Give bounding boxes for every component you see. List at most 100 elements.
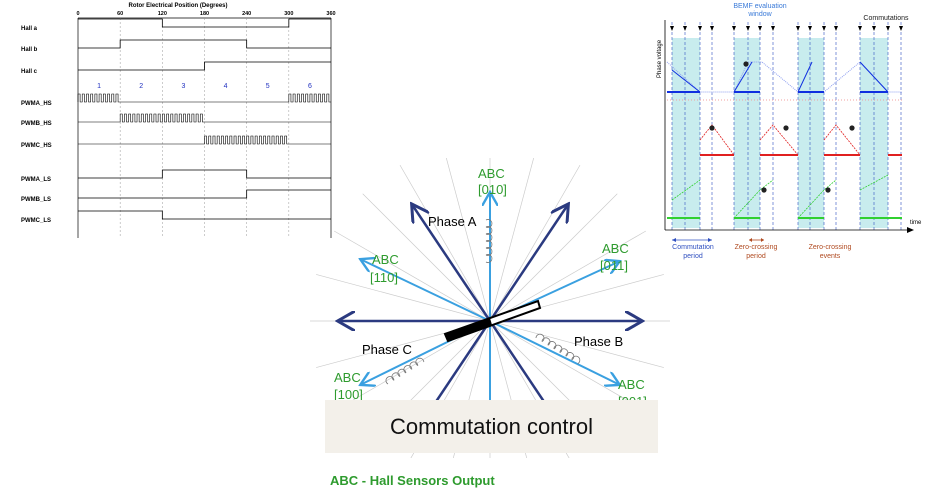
bemf-ylabel: Phase voltage [657, 39, 663, 78]
phase-coil [535, 333, 581, 364]
bemf-commutation-marker [683, 26, 687, 31]
phase-vector [488, 206, 567, 322]
hall-011-code: [011] [600, 258, 628, 273]
timing-signal-label: PWMB_LS [21, 197, 51, 203]
hall-011-abc: ABC [602, 241, 629, 256]
caption-box: Commutation control [325, 400, 658, 453]
bemf-dashed-lines [670, 22, 903, 230]
phase-b-label: Phase B [574, 334, 623, 349]
bemf-zero-crossing-point [849, 125, 855, 131]
hall-100-code: [100] [334, 387, 363, 402]
bemf-window [734, 38, 760, 228]
timing-waveform [78, 61, 331, 71]
timing-axis-ticks: 0 60 120 180 240 300 360 [76, 11, 335, 17]
hall-010-code: [010] [478, 182, 507, 197]
timing-waveform [78, 169, 331, 179]
bemf-commutation-marker [758, 26, 762, 31]
timing-signal-label: PWMA_LS [21, 177, 51, 183]
hall-vector [362, 260, 491, 322]
bemf-commutation-marker [899, 26, 903, 31]
bemf-zero-crossing-point [743, 61, 749, 67]
timing-pwm-waveform [77, 93, 331, 103]
hall-110-code: [110] [370, 270, 398, 285]
phase-vector [413, 206, 492, 322]
timing-tick-label: 120 [158, 11, 167, 17]
hall-100-abc: ABC [334, 370, 361, 385]
bemf-commutation-marker [808, 26, 812, 31]
bemf-window [672, 38, 700, 228]
bemf-commutation-marker [796, 26, 800, 31]
phase-coils [385, 219, 581, 385]
timing-pwm-waveform [78, 135, 331, 145]
timing-tick-label: 180 [200, 11, 209, 17]
timing-signal-label: PWMC_LS [21, 218, 51, 224]
timing-waveform [78, 189, 331, 199]
bemf-zero-crossing-point [783, 125, 789, 131]
timing-signal-label: PWMC_HS [21, 143, 52, 149]
timing-waveform [78, 39, 331, 49]
timing-signal-label: Hall a [21, 26, 38, 32]
timing-signal-labels: Hall a Hall b Hall c PWMA_HS PWMB_HS PWMC_HS P… [21, 26, 52, 224]
timing-signal-label: Hall b [21, 47, 38, 53]
bemf-commutation-marker [771, 26, 775, 31]
hall-110-abc: ABC [372, 252, 399, 267]
timing-grid [77, 17, 332, 238]
hall-010-abc: ABC [478, 166, 505, 181]
timing-step-number: 3 [181, 83, 185, 90]
timing-waveform [78, 18, 331, 28]
bemf-traces [666, 61, 902, 219]
timing-tick-label: 300 [284, 11, 293, 17]
bemf-commutation-marker [858, 26, 862, 31]
timing-tick-label: 0 [76, 11, 79, 17]
timing-signal-label: Hall c [21, 69, 38, 75]
bemf-commutation-marker [886, 26, 890, 31]
timing-tick-label: 240 [242, 11, 251, 17]
hall-001-abc: ABC [618, 377, 645, 392]
hall-vector [489, 320, 618, 384]
bemf-commutation-marker [732, 26, 736, 31]
timing-signal-label: PWMB_HS [21, 121, 52, 127]
timing-step-number: 5 [266, 83, 270, 90]
timing-step-number: 2 [139, 83, 143, 90]
timing-waveforms [77, 18, 331, 220]
timing-signal-label: PWMA_HS [21, 101, 52, 107]
timing-step-numbers: 1 2 3 4 5 6 [97, 83, 312, 90]
bemf-zero-crossing-point [709, 125, 715, 131]
timing-pwm-waveform [78, 113, 331, 123]
phase-vectors [340, 206, 640, 436]
bemf-period-arrows [672, 238, 764, 242]
bemf-window [798, 38, 824, 228]
timing-step-number: 4 [224, 83, 228, 90]
phase-a-label: Phase A [428, 214, 477, 229]
rotor [443, 299, 542, 343]
bemf-commutation-marker [834, 26, 838, 31]
timing-step-number: 6 [308, 83, 312, 90]
timing-step-number: 1 [97, 83, 101, 90]
caption-text: Commutation control [390, 413, 593, 439]
timing-diagram: Rotor Electrical Position (Degrees) 0 60 1… [21, 3, 336, 238]
commutation-vector-diagram: Phase A Phase B Phase C ABC [010] ABC [0… [310, 158, 670, 458]
bemf-zero-crossing-point [825, 187, 831, 193]
footer-text: ABC - Hall Sensors Output [330, 473, 495, 488]
bemf-xlabel: time [910, 220, 922, 226]
bemf-axes [664, 20, 914, 233]
phase-coil [485, 219, 493, 263]
bemf-commutation-marker [872, 26, 876, 31]
timing-tick-label: 60 [117, 11, 123, 17]
bemf-commutation-marker [822, 26, 826, 31]
phase-c-label: Phase C [362, 342, 412, 357]
bemf-commutation-marker [746, 26, 750, 31]
timing-waveform [78, 210, 331, 220]
bemf-commutation-marker [698, 26, 702, 31]
timing-tick-label: 360 [326, 11, 335, 17]
bemf-commutation-marker [670, 26, 674, 31]
bemf-zero-crossing-point [761, 187, 767, 193]
timing-title: Rotor Electrical Position (Degrees) [128, 3, 227, 9]
phase-coil [385, 357, 425, 385]
bemf-commutations-label: Commutations [863, 15, 909, 22]
